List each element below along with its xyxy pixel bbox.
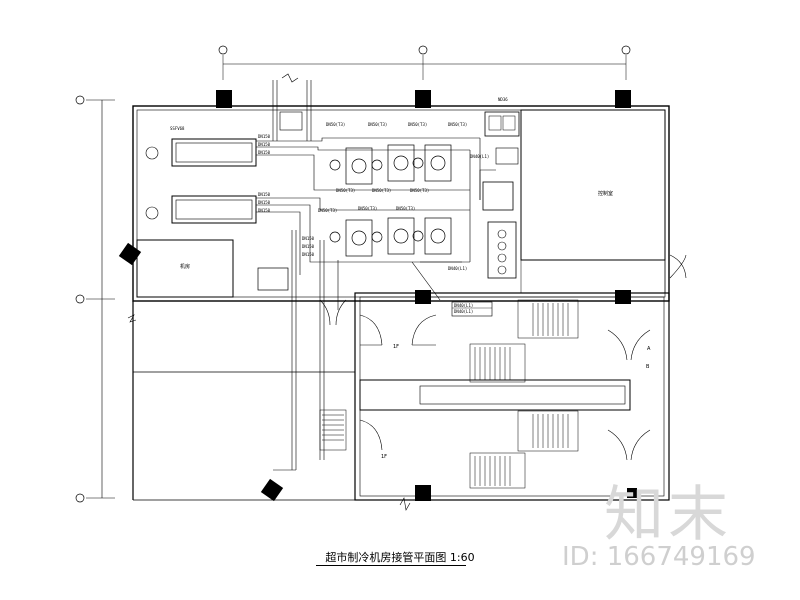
svg-text:机房: 机房 (180, 263, 190, 270)
grid-bubble-1 (218, 45, 228, 55)
room-label: B (646, 364, 650, 370)
svg-text:DN50(T3): DN50(T3) (408, 122, 427, 127)
svg-text:DN50(T3): DN50(T3) (358, 206, 377, 211)
column (415, 485, 431, 501)
svg-text:DN150: DN150 (258, 208, 271, 213)
door-label: 1F (393, 344, 399, 350)
svg-text:DN150: DN150 (302, 236, 315, 241)
svg-text:DN40(L1): DN40(L1) (454, 303, 473, 308)
title-underline (316, 565, 466, 566)
grid-bubble-3 (621, 45, 631, 55)
watermark-logo: 知末 (604, 480, 732, 550)
watermark-id: ID: 166749169 (562, 542, 756, 572)
svg-text:DN150: DN150 (258, 142, 271, 147)
drawing-title: 超市制冷机房接管平面图 1:60 (325, 551, 475, 564)
svg-text:DN150: DN150 (258, 192, 271, 197)
grid-bubble-b (75, 294, 85, 304)
svg-text:DN150: DN150 (258, 150, 271, 155)
svg-text:DN50(T3): DN50(T3) (336, 188, 355, 193)
grid-bubble-2 (418, 45, 428, 55)
svg-text:控制室: 控制室 (598, 190, 613, 197)
column (216, 90, 232, 108)
column (627, 488, 637, 498)
svg-text:DN50(T3): DN50(T3) (448, 122, 467, 127)
svg-text:DN150: DN150 (258, 200, 271, 205)
svg-text:DN50(T3): DN50(T3) (368, 122, 387, 127)
svg-text:DN150: DN150 (302, 252, 315, 257)
column (415, 90, 431, 108)
svg-text:DN50(T3): DN50(T3) (396, 206, 415, 211)
svg-text:DN40(L1): DN40(L1) (454, 309, 473, 314)
svg-text:DN150: DN150 (258, 134, 271, 139)
svg-text:DN50(T3): DN50(T3) (410, 188, 429, 193)
svg-text:ND36: ND36 (498, 97, 508, 102)
svg-text:DN40(L1): DN40(L1) (470, 154, 489, 159)
grid-bubble-a (75, 95, 85, 105)
svg-text:DN150: DN150 (302, 244, 315, 249)
door-label: 1F (381, 454, 387, 460)
column (615, 90, 631, 108)
svg-text:DN50(T3): DN50(T3) (318, 208, 337, 213)
column (118, 242, 142, 266)
svg-text:SSFV68: SSFV68 (170, 126, 185, 131)
column (415, 290, 431, 304)
column (615, 290, 631, 304)
grid-bubble-c (75, 493, 85, 503)
column (260, 478, 284, 502)
room-label: A (647, 346, 651, 352)
svg-text:DN50(T3): DN50(T3) (326, 122, 345, 127)
svg-text:DN50(T3): DN50(T3) (372, 188, 391, 193)
svg-text:DN40(L1): DN40(L1) (448, 266, 467, 271)
